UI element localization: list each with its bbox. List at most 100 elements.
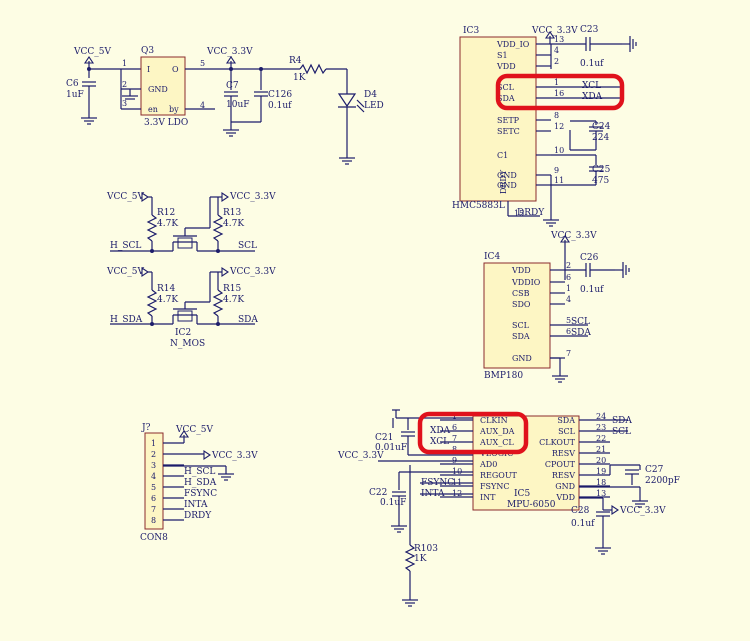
ls-vcc33-label: VCC_3.3V [229, 192, 276, 202]
c26-value: 0.1uf [580, 285, 604, 295]
c7-value: 10uF [226, 100, 250, 110]
c24-value: 224 [592, 133, 609, 143]
bmp-pin-label: SDO [512, 300, 531, 309]
hmc-pin-label: DRDY [499, 169, 508, 194]
ground-symbol [338, 149, 356, 165]
con-pin-number: 1 [151, 439, 156, 448]
bmp180-section: IC4 BMP180 VCC_3.3V VDD2VDDIO6CSB1SDO4SC… [483, 231, 630, 383]
ldo-pin3-num: 3 [122, 99, 127, 108]
r13-value: 4.7K [223, 219, 244, 229]
con-pin-number: 2 [151, 450, 156, 459]
r4-ref: R4 [289, 56, 302, 66]
hmc-pin-label: S1 [497, 51, 508, 60]
ground-symbol [222, 121, 240, 137]
c6-value: 1uF [66, 90, 84, 100]
hmc-pin-number: 4 [554, 46, 559, 55]
hmc-net-drdy: DRDY [517, 208, 545, 218]
r12-value: 4.7K [157, 219, 178, 229]
hmc5883l-chip [459, 36, 537, 202]
bmp-net-scl: SCL [571, 317, 590, 327]
bmp-pin-label: CSB [512, 289, 530, 298]
c23-capacitor [585, 36, 591, 52]
c126-capacitor [253, 91, 269, 97]
mpu-right-pin-label: CLKOUT [539, 438, 575, 447]
c28-vcc: VCC_3.3V [619, 506, 666, 516]
r14-resistor [147, 289, 157, 317]
hmc-pin-label: VDD_IO [496, 40, 530, 49]
hmc-pin-number: 9 [554, 166, 559, 175]
bmp-pin-label: VDDIO [511, 278, 541, 287]
con-pin-number: 7 [151, 505, 156, 514]
bmp-pin-number: 2 [566, 261, 571, 270]
hmc-ref: IC3 [463, 26, 479, 36]
c27-ref: C27 [645, 465, 664, 475]
hmc-vcc-label: VCC_3.3V [531, 26, 578, 36]
ground-symbol [551, 367, 569, 383]
mpu-right-pin-number: 13 [596, 489, 606, 498]
bmp-pin-number: 4 [566, 295, 571, 304]
hmc-pin-list: VDD_IO13S14VDD2SCL1SDA16SETP8SETC12C110G… [496, 35, 620, 218]
ldo-regulator [140, 56, 186, 116]
c28-value: 0.1uf [571, 519, 595, 529]
mpu-net-xcl: XCL [430, 437, 449, 447]
ls-scl: SCL [238, 241, 257, 251]
con-pin-number: 4 [151, 472, 156, 481]
vcc33-arrow [203, 450, 211, 460]
ls-vcc5-label-2: VCC_5V [106, 267, 144, 277]
mpu-left-pin-label: REGOUT [480, 471, 518, 480]
bmp-vcc-label: VCC_3.3V [550, 231, 597, 241]
mpu-aux-highlight [417, 411, 529, 455]
bmp180-chip [483, 262, 551, 369]
mpu-net-sda: SDA [612, 416, 632, 426]
hmc-pin-label: GND [497, 181, 517, 190]
c23-value: 0.1uf [580, 59, 604, 69]
mpu-left-pin-label: FSYNC [480, 482, 509, 491]
ls-vcc33-label-2: VCC_3.3V [229, 267, 276, 277]
r15-resistor [213, 289, 223, 317]
mpu-net-fsync: FSYNC [421, 478, 454, 488]
c22-ref: C22 [369, 488, 387, 498]
vcc33-arrow [221, 267, 229, 277]
c6-ref: C6 [66, 79, 79, 89]
mpu-left-pin-label: AUX_CL [479, 438, 514, 447]
hmc-pin-number: 12 [554, 122, 564, 131]
hmc-pin-number: 13 [554, 35, 564, 44]
hmc-pin-number: 10 [554, 146, 564, 155]
c6-capacitor [81, 81, 97, 87]
c22-value: 0.1uF [380, 498, 406, 508]
con-h-scl: H_SCL [184, 467, 215, 477]
bmp-pin-number: 6 [566, 273, 571, 282]
c22-capacitor [391, 491, 407, 497]
con-pin-number: 5 [151, 483, 156, 492]
r15-value: 4.7K [223, 295, 244, 305]
r103-resistor [405, 544, 415, 572]
hmc-pin-label: SCL [497, 83, 515, 92]
mpu-left-pin-number: 8 [452, 445, 457, 454]
con-inta: INTA [184, 500, 208, 510]
hmc-pin-label: SDA [497, 94, 515, 103]
ls-vcc5-label: VCC_5V [106, 192, 144, 202]
bmp-pin-label: GND [512, 354, 532, 363]
ldo-pin-o: O [172, 65, 179, 74]
ldo-section: VCC_5V C6 1uF Q3 3.3V LDO I O GND en by … [66, 46, 384, 165]
d4-led [337, 93, 357, 108]
ldo-pin-gnd: GND [148, 85, 168, 94]
hmc-pin-label: C1 [497, 151, 508, 160]
hmc-pin-number: 8 [554, 111, 559, 120]
mpu-vcc-label: VCC_3.3V [337, 451, 384, 461]
ground-symbol [401, 591, 419, 607]
bmp-net-sda: SDA [571, 328, 591, 338]
mosfet-2 [177, 310, 193, 322]
hmc-pin-number: 2 [554, 57, 559, 66]
ls-h-sda: H_SDA [110, 315, 143, 325]
mpu-net-scl: SCL [612, 427, 631, 437]
ldo-pin1-num: 1 [122, 59, 127, 68]
mpu-right-pin-number: 18 [596, 478, 606, 487]
mpu-left-pin-number: 7 [452, 434, 457, 443]
hmc-pin-label: VDD [496, 62, 516, 71]
ground-symbol [217, 465, 235, 481]
ls-ic2-ref: IC2 [175, 328, 191, 338]
